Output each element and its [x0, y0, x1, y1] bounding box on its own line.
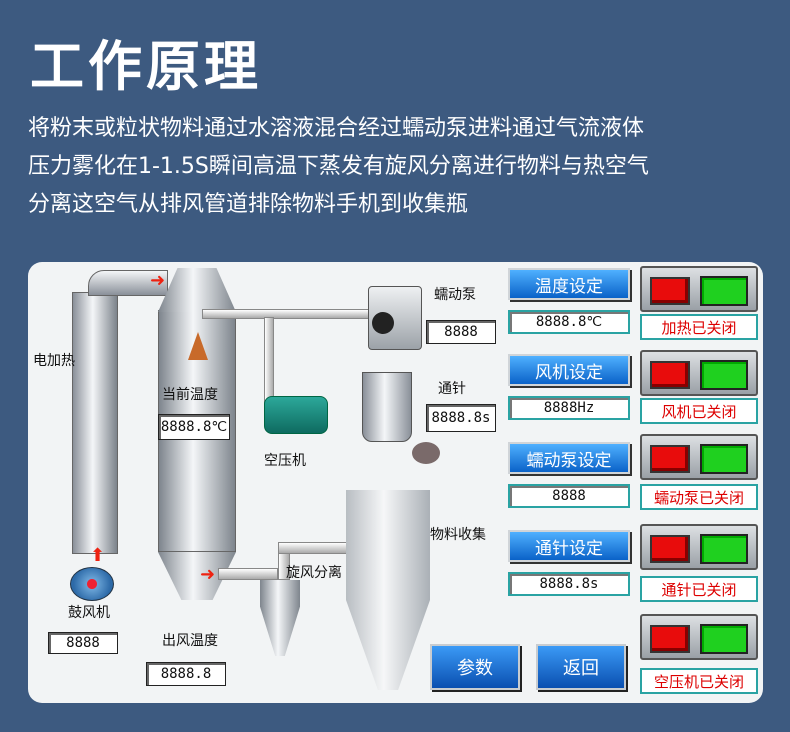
- compressor-status: 空压机已关闭: [640, 668, 758, 694]
- start-indicator[interactable]: [700, 624, 748, 654]
- needle-switch[interactable]: [640, 524, 758, 570]
- temp-setting-input[interactable]: 8888.8℃: [508, 310, 630, 334]
- fan-setting-input[interactable]: 8888Hz: [508, 396, 630, 420]
- feed-beaker-icon: [362, 372, 412, 442]
- needle-setting-input[interactable]: 8888.8s: [508, 572, 630, 596]
- arrow-right-icon: ➜: [200, 564, 216, 585]
- pump-display: 8888: [426, 320, 496, 344]
- outlet-temp-display: 8888.8: [146, 662, 226, 686]
- start-indicator[interactable]: [700, 360, 748, 390]
- start-indicator[interactable]: [700, 534, 748, 564]
- stop-indicator[interactable]: [650, 535, 690, 563]
- arrow-right-icon: ➜: [150, 270, 166, 291]
- desc-line-1: 将粉末或粒状物料通过水溶液混合经过蠕动泵进料通过气流液体: [28, 116, 645, 141]
- needle-label: 通针: [438, 381, 466, 397]
- description: 将粉末或粒状物料通过水溶液混合经过蠕动泵进料通过气流液体 压力雾化在1-1.5S…: [28, 110, 768, 224]
- stop-indicator[interactable]: [650, 361, 690, 389]
- stop-indicator[interactable]: [650, 625, 690, 653]
- pump-setting-input[interactable]: 8888: [508, 484, 630, 508]
- feed-pipe-icon: [202, 309, 374, 319]
- blower-display: 8888: [48, 632, 118, 654]
- compressor-label: 空压机: [264, 453, 306, 469]
- blower-fan-icon: [70, 567, 114, 601]
- collector-icon: [346, 490, 430, 690]
- temp-setting-button[interactable]: 温度设定: [508, 268, 630, 300]
- needle-setting-button[interactable]: 通针设定: [508, 530, 630, 562]
- needle-status: 通针已关闭: [640, 576, 758, 602]
- outlet-temp-label: 出风温度: [162, 633, 218, 649]
- hmi-screen: ➜ 电加热 ⬆ 鼓风机 8888 当前温度 8888.8℃ ➜ 出风温度 888…: [28, 262, 763, 703]
- pump-switch[interactable]: [640, 434, 758, 480]
- desc-line-3: 分离这空气从排风管道排除物料手机到收集瓶: [28, 192, 469, 217]
- pump-setting-button[interactable]: 蠕动泵设定: [508, 442, 630, 474]
- heater-status: 加热已关闭: [640, 314, 758, 340]
- pump-head-icon: [372, 312, 394, 334]
- compressor-switch[interactable]: [640, 614, 758, 660]
- cyclone-top-pipe-icon: [278, 542, 348, 554]
- heater-label: 电加热: [33, 353, 75, 369]
- cyclone-inlet-pipe-icon: [218, 568, 278, 580]
- cyclone-icon: [260, 580, 300, 656]
- fan-switch[interactable]: [640, 350, 758, 396]
- heater-column-icon: [72, 292, 118, 554]
- current-temp-display: 8888.8℃: [158, 414, 230, 440]
- heater-switch[interactable]: [640, 266, 758, 312]
- page-title: 工作原理: [30, 35, 262, 98]
- start-indicator[interactable]: [700, 276, 748, 306]
- pump-status: 蠕动泵已关闭: [640, 484, 758, 510]
- air-pipe-icon: [264, 317, 274, 407]
- cyclone-label: 旋风分离: [286, 565, 342, 581]
- collect-label: 物料收集: [430, 527, 486, 543]
- blower-label: 鼓风机: [68, 605, 110, 621]
- smoke-icon: [412, 442, 440, 464]
- arrow-up-icon: ⬆: [90, 545, 106, 566]
- params-button[interactable]: 参数: [430, 644, 520, 690]
- needle-display: 8888.8s: [426, 404, 496, 432]
- start-indicator[interactable]: [700, 444, 748, 474]
- heater-top-pipe-icon: [88, 270, 168, 296]
- compressor-icon: [264, 396, 328, 434]
- current-temp-label: 当前温度: [162, 387, 218, 403]
- stop-indicator[interactable]: [650, 445, 690, 473]
- back-button[interactable]: 返回: [536, 644, 626, 690]
- desc-line-2: 压力雾化在1-1.5S瞬间高温下蒸发有旋风分离进行物料与热空气: [28, 154, 649, 179]
- chamber-top-cone-icon: [158, 268, 236, 312]
- pump-label: 蠕动泵: [434, 287, 476, 303]
- stop-indicator[interactable]: [650, 277, 690, 305]
- fan-status: 风机已关闭: [640, 398, 758, 424]
- fan-setting-button[interactable]: 风机设定: [508, 354, 630, 386]
